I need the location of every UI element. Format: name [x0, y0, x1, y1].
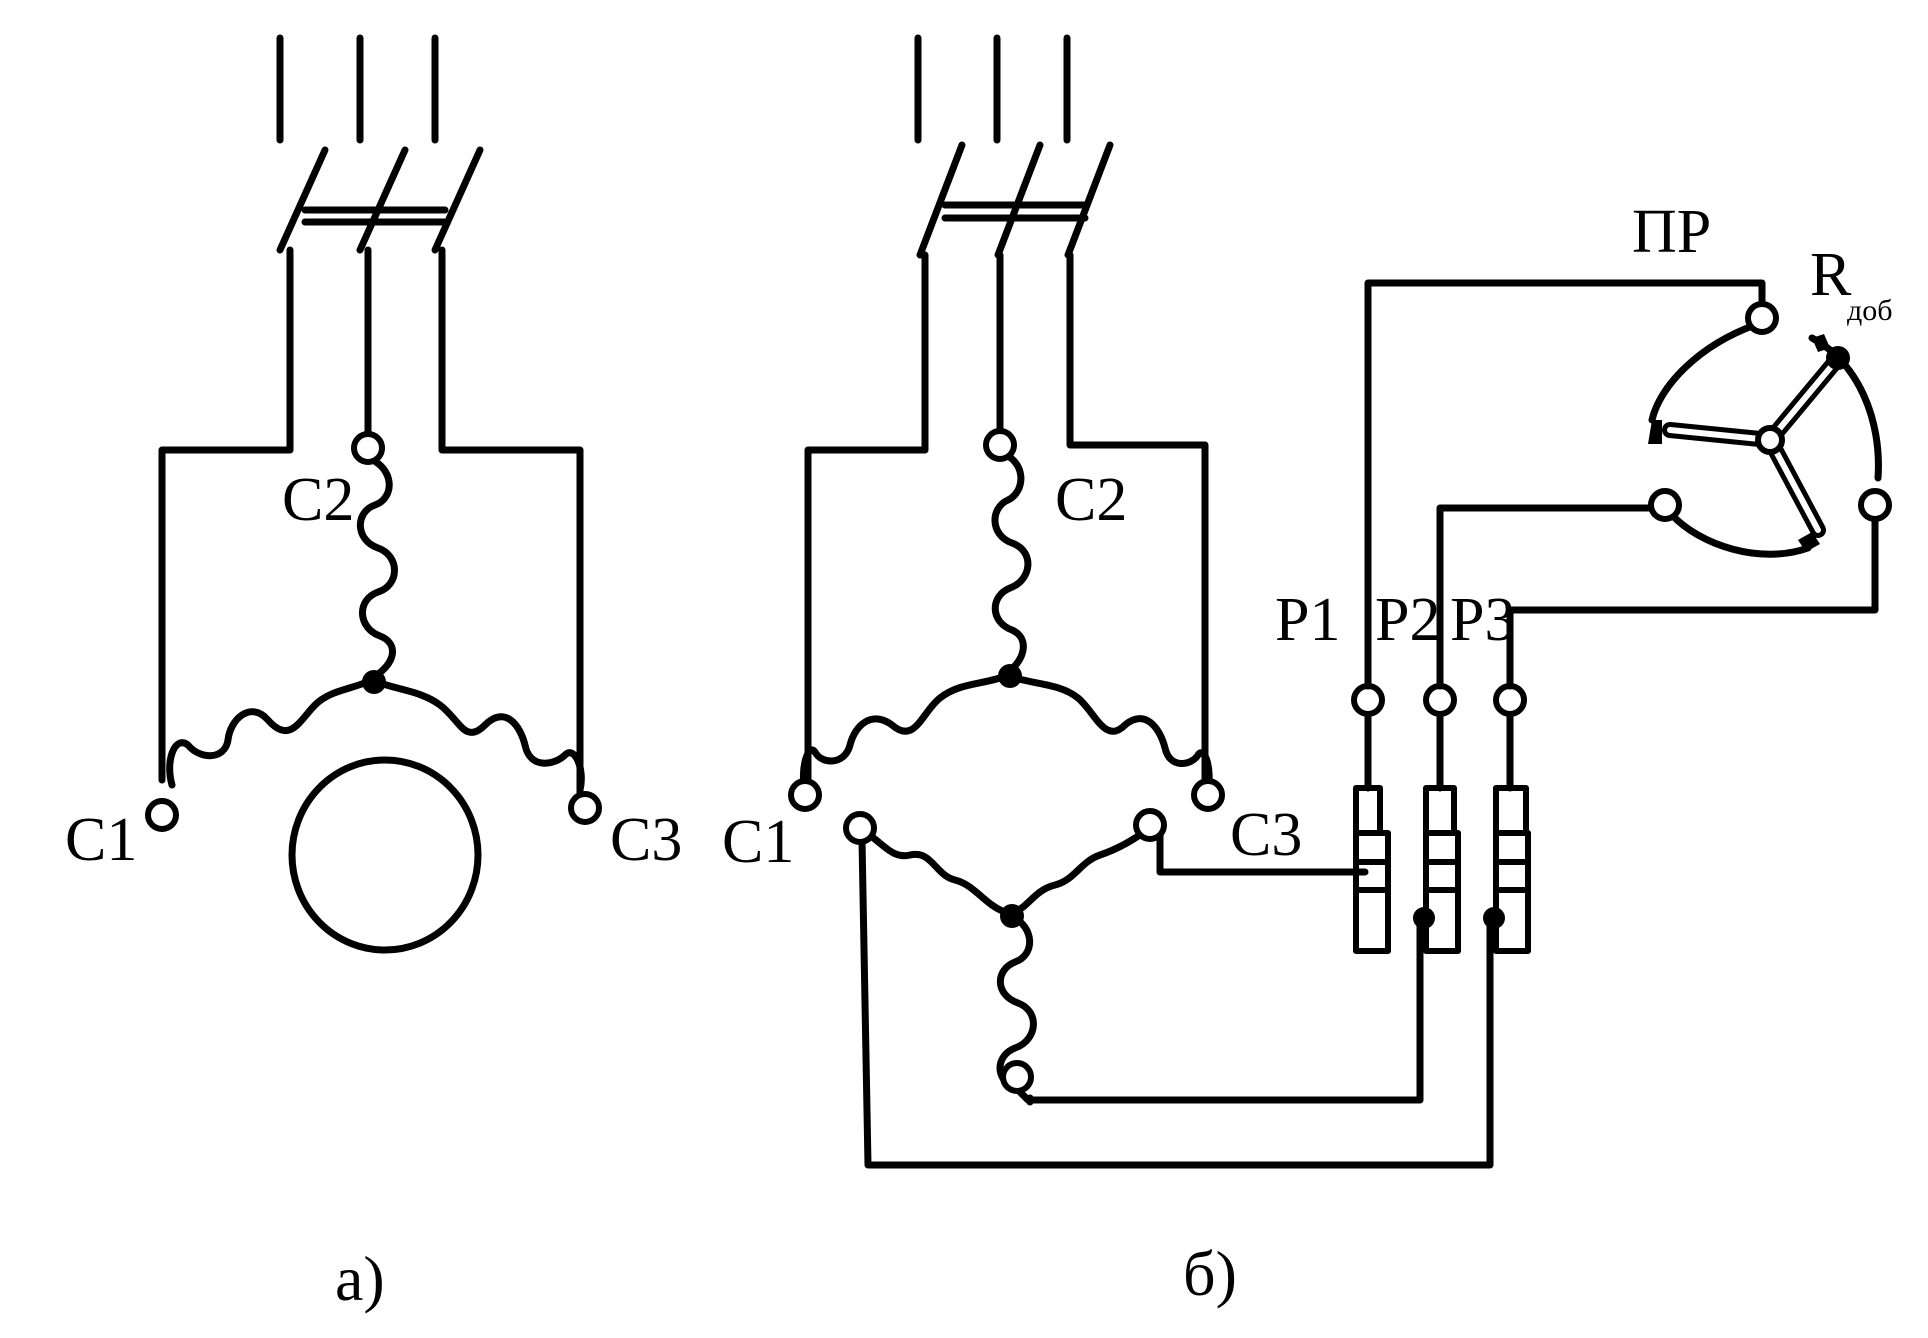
rheostat-terminal-1 — [1745, 301, 1779, 335]
ring-terminal-p2 — [1423, 683, 1457, 717]
rotor-star-point-b — [1000, 904, 1024, 928]
rotor-terminal-1-b — [843, 811, 877, 845]
label-resistor-sub: доб — [1847, 294, 1893, 327]
caption-b: б) — [1183, 1238, 1237, 1309]
stator-wires-b — [804, 251, 1209, 789]
ring-terminal-p1 — [1351, 683, 1385, 717]
supply-lines-b — [914, 34, 1071, 144]
rotor-terminal-3-b — [1000, 1060, 1034, 1094]
label-c2-a: C2 — [282, 466, 354, 534]
label-c3-b: C3 — [1230, 801, 1302, 869]
label-p3: P3 — [1450, 586, 1515, 654]
terminal-c2-b — [983, 428, 1017, 462]
rotor-a — [288, 756, 482, 954]
label-c1-a: C1 — [65, 806, 137, 874]
rheostat-terminal-3 — [1858, 488, 1892, 522]
rotor-star-winding-b — [856, 823, 1154, 1092]
rotor-wires-b — [858, 831, 1494, 1169]
terminal-c3-b — [1191, 778, 1225, 812]
terminal-c3-a — [568, 791, 602, 825]
star-point-a — [362, 670, 386, 694]
three-pole-switch-b — [916, 141, 1114, 259]
terminal-c2-a — [351, 431, 385, 465]
diagram-a: C2 C1 C3 а) — [65, 34, 682, 1314]
rheostat-wires-b — [1364, 279, 1879, 690]
ring-terminal-p3 — [1493, 683, 1527, 717]
label-p1: P1 — [1275, 586, 1340, 654]
label-c3-a: C3 — [610, 806, 682, 874]
wires-a — [158, 246, 584, 799]
terminal-c1-a — [145, 798, 179, 832]
label-p2: P2 — [1375, 586, 1440, 654]
rheostat-hub — [1755, 425, 1785, 455]
rotor-terminal-2-b — [1133, 808, 1167, 842]
starting-rheostat — [1648, 301, 1892, 558]
stator-star-point-b — [998, 664, 1022, 688]
supply-lines-a — [276, 34, 439, 144]
label-rheostat: ПР — [1632, 198, 1711, 266]
terminal-c1-b — [788, 778, 822, 812]
label-c1-b: C1 — [722, 808, 794, 876]
diagram-b: C2 C1 C3 P1 P2 P3 ПР R доб б) — [722, 34, 1893, 1309]
stator-star-winding-b — [799, 448, 1213, 794]
rheostat-terminal-2 — [1648, 488, 1682, 522]
slip-rings-b — [1353, 696, 1531, 954]
three-pole-switch-a — [276, 146, 484, 254]
caption-a: а) — [335, 1243, 385, 1314]
label-c2-b: C2 — [1055, 466, 1127, 534]
label-resistor-main: R — [1810, 241, 1852, 309]
star-winding-a — [166, 454, 585, 794]
